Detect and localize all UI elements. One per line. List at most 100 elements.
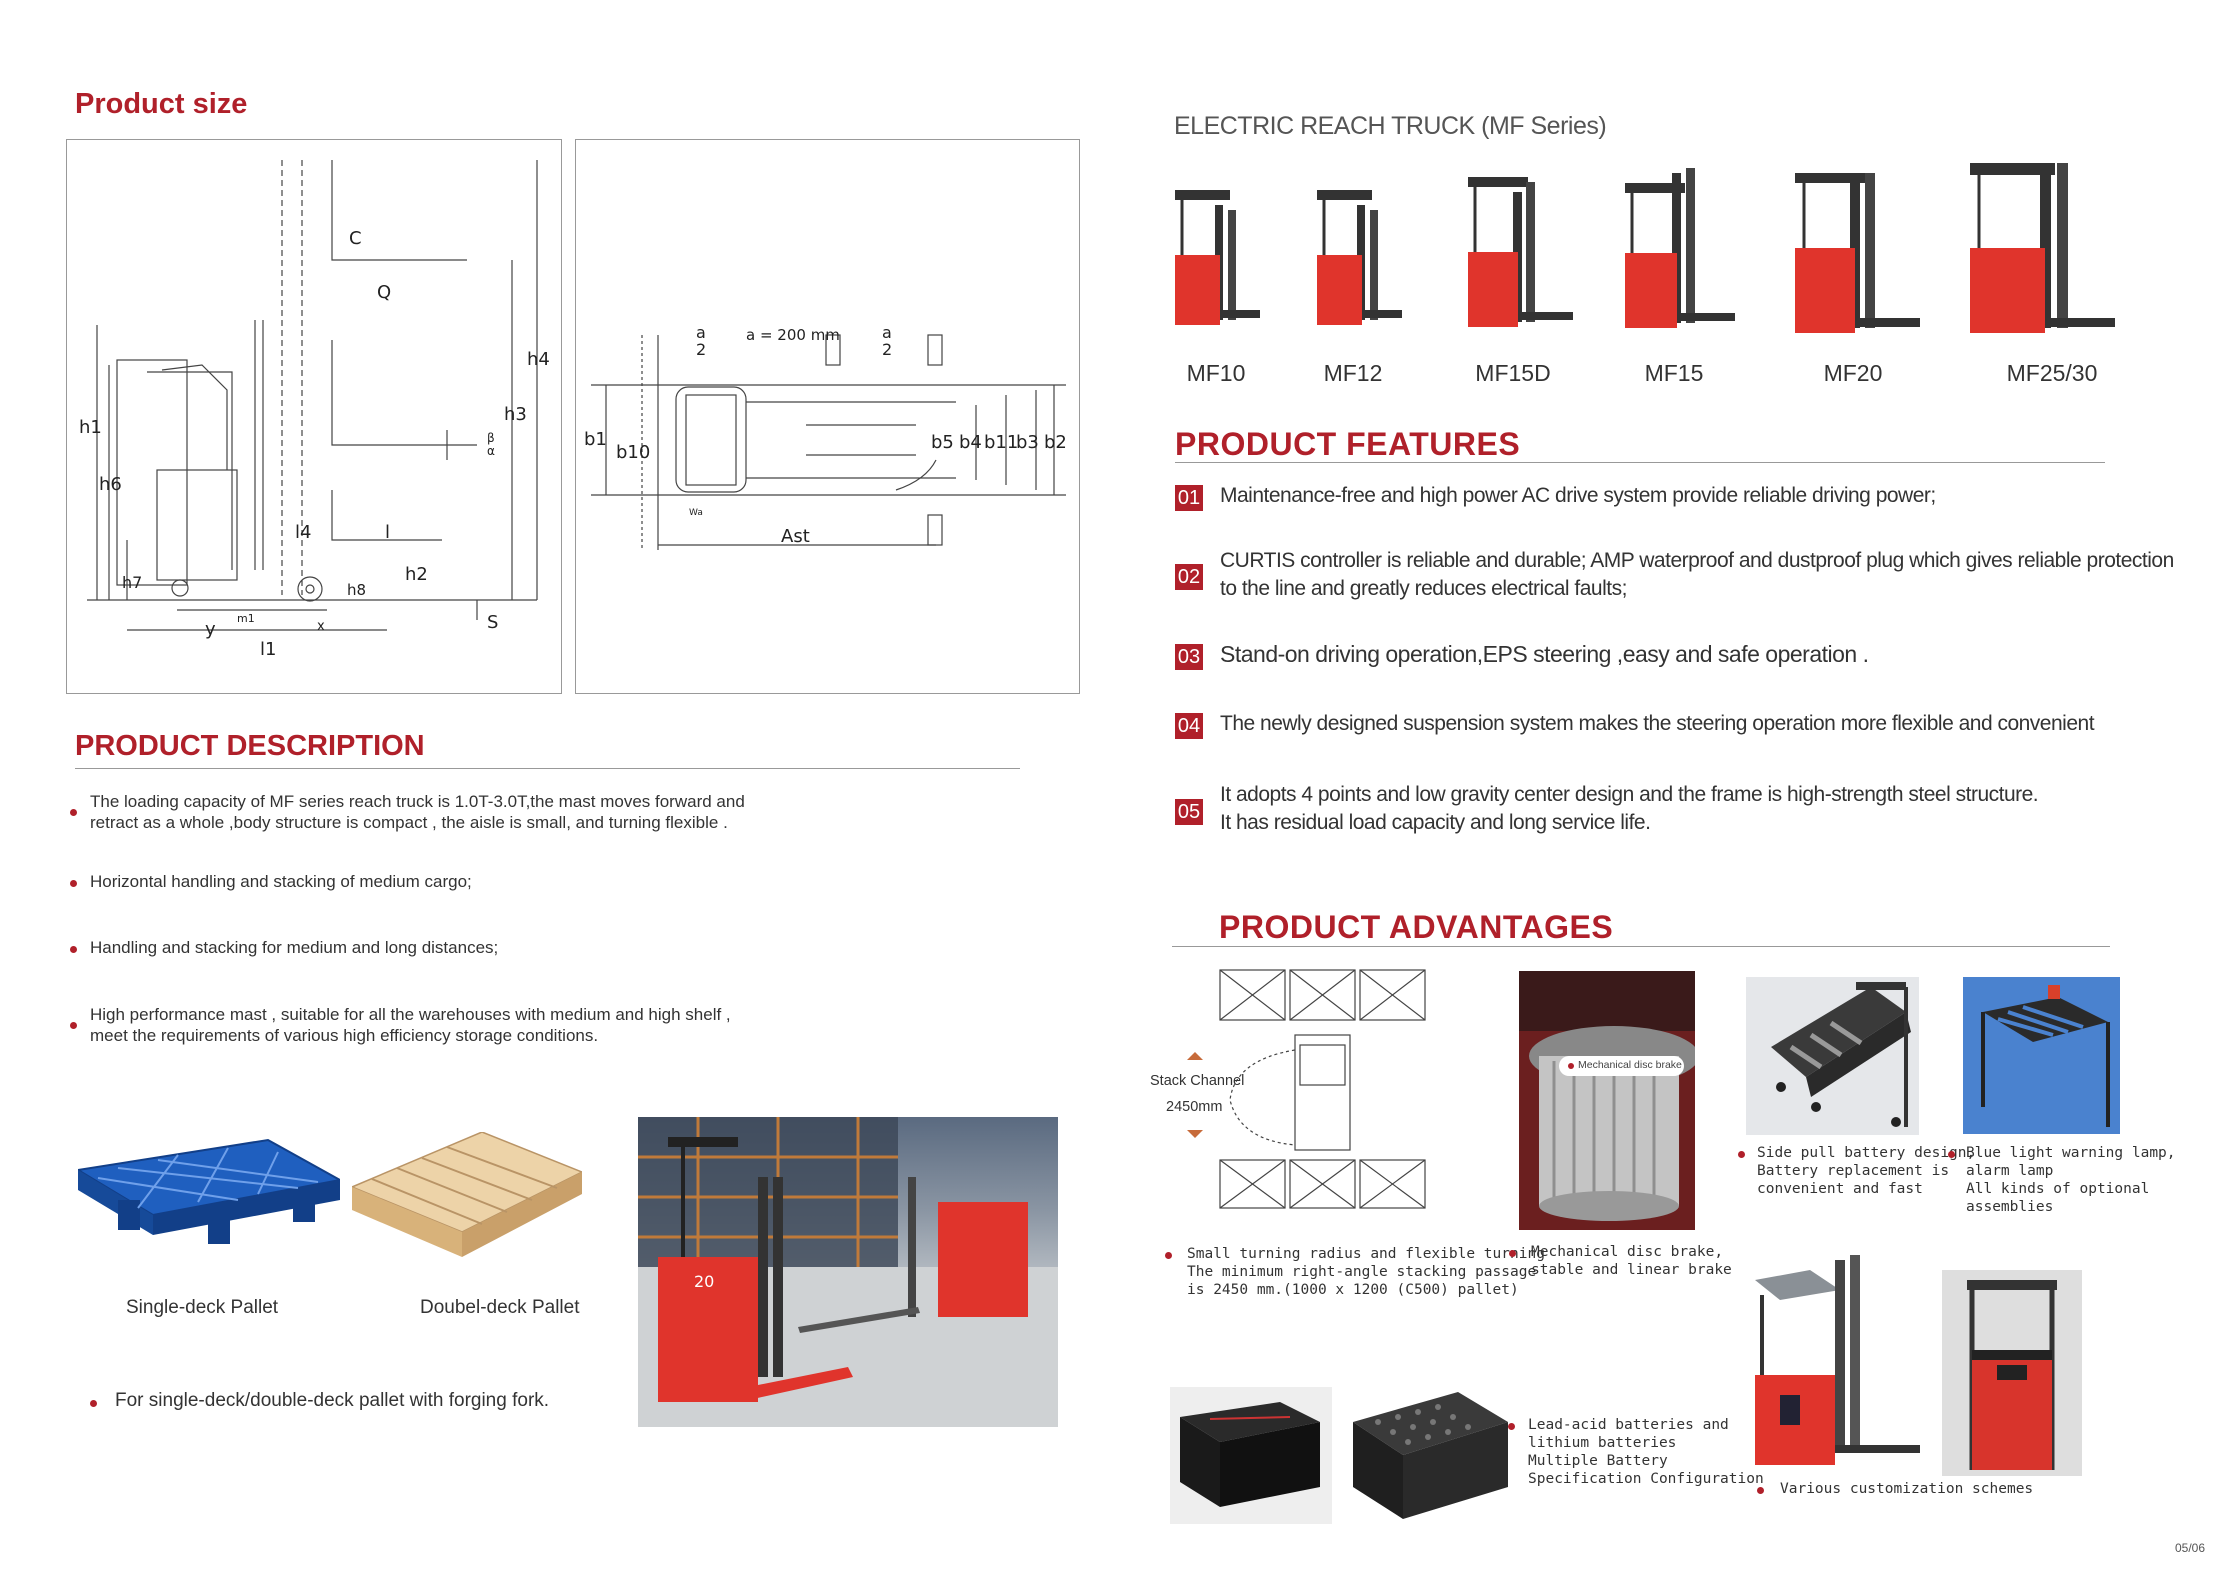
dim-l4: l4 [295, 522, 311, 543]
adv-lamp-line3: All kinds of optional assemblies [1966, 1181, 2150, 1215]
adv-turning-bullet [1165, 1252, 1172, 1259]
page-number: 05/06 [2175, 1541, 2206, 1555]
feature-num-02: 02 [1175, 564, 1203, 590]
adv-custom-text: Various customization schemes [1780, 1480, 2033, 1498]
model-label-mf20: MF20 [1823, 360, 1883, 386]
dim-b3: b3 [1016, 432, 1039, 453]
dim-h3: h3 [504, 404, 527, 425]
top-view-drawing: a 2 a = 200 mm a 2 b1 b10 b5 b4 b11 b3 b… [584, 323, 1067, 550]
adv-custom-line1: Various customization schemes [1780, 1481, 2034, 1497]
adv-brake-line2: stable and linear brake [1531, 1262, 1732, 1278]
dim-a-right: a [882, 323, 892, 342]
feature-num-01: 01 [1175, 485, 1203, 511]
adv-battery-text: Side pull battery design, Battery replac… [1757, 1144, 1975, 1198]
product-advantages-title: PRODUCT ADVANTAGES [1219, 909, 1614, 945]
dim-h4: h4 [527, 349, 550, 370]
dim-b1: b1 [584, 429, 607, 450]
dim-beta: β [487, 431, 495, 445]
feature-04-line1: The newly designed suspension system mak… [1220, 712, 2095, 735]
desc-item-4: High performance mast , suitable for all… [90, 1004, 990, 1046]
battery-frame-photo [1746, 977, 1919, 1135]
model-label-mf25-30: MF25/30 [2006, 360, 2098, 386]
feature-num-04: 04 [1175, 713, 1203, 739]
truck-badge: 20 [694, 1272, 714, 1291]
feature-05-line2: It has residual load capacity and long s… [1220, 811, 1651, 834]
double-deck-pallet-label: Doubel-deck Pallet [420, 1297, 580, 1318]
adv-lamp-line2: alarm lamp [1966, 1163, 2054, 1179]
product-description-title: PRODUCT DESCRIPTION [75, 730, 425, 762]
truck-mf20-image [1795, 173, 1920, 333]
desc-bullet-4 [70, 1022, 77, 1029]
adv-turning-line3: is 2450 mm.(1000 x 1200 (C500) pallet) [1187, 1282, 1519, 1298]
pallet-note-bullet [90, 1400, 97, 1407]
single-deck-pallet-image [78, 1138, 340, 1244]
desc-item-4-line1: High performance mast , suitable for all… [90, 1005, 731, 1024]
dim-wa: Wa [689, 508, 703, 518]
warehouse-photo: 20 [638, 1117, 1058, 1427]
dim-l: l [385, 522, 390, 543]
lead-acid-battery-photo [1348, 1387, 1514, 1523]
dim-alpha: α [487, 444, 495, 458]
feature-05-line1: It adopts 4 points and low gravity cente… [1220, 783, 2039, 806]
pallet-note: For single-deck/double-deck pallet with … [115, 1390, 550, 1411]
adv-battery-line2: Battery replacement is [1757, 1163, 1950, 1179]
dim-b10: b10 [616, 442, 650, 463]
series-title: ELECTRIC REACH TRUCK (MF Series) [1174, 112, 1607, 140]
dim-a-right-2: 2 [882, 340, 892, 359]
dim-c: C [349, 228, 362, 249]
adv-custom-bullet [1757, 1487, 1764, 1494]
truck-mf15-image [1625, 168, 1735, 328]
advantages-divider [1172, 946, 2110, 947]
dim-q: Q [377, 282, 391, 303]
product-size-title: Product size [75, 88, 248, 120]
dim-b2: b2 [1044, 432, 1067, 453]
feature-text-02: CURTIS controller is reliable and durabl… [1220, 547, 2174, 603]
custom-truck-image [1755, 1255, 1920, 1465]
dim-m1: m1 [237, 612, 255, 625]
stack-channel-label: Stack Channel [1150, 1073, 1245, 1089]
model-label-mf12: MF12 [1323, 360, 1383, 386]
stack-channel-value: 2450mm [1166, 1099, 1223, 1115]
feature-01-line1: Maintenance-free and high power AC drive… [1220, 484, 1936, 507]
description-divider [75, 768, 1020, 769]
dim-x: x [317, 619, 325, 634]
dim-a-left-2: 2 [696, 340, 706, 359]
adv-lamp-text: Blue light warning lamp, alarm lamp All … [1966, 1144, 2221, 1216]
product-features-title: PRODUCT FEATURES [1175, 426, 1521, 462]
stack-channel-diagram [1187, 969, 1426, 1209]
adv-batteries-text: Lead-acid batteries and lithium batterie… [1528, 1416, 1764, 1488]
dim-b4: b4 [959, 432, 982, 453]
dim-b5: b5 [931, 432, 954, 453]
dim-l1: l1 [260, 639, 276, 660]
desc-item-1: The loading capacity of MF series reach … [90, 791, 990, 833]
lithium-battery-photo [1170, 1387, 1332, 1524]
side-view-drawing: C Q h4 h3 h1 h6 β α l4 l h7 h8 h2 m1 x y… [79, 160, 550, 660]
feature-text-05: It adopts 4 points and low gravity cente… [1220, 781, 2039, 837]
adv-lamp-line1: Blue light warning lamp, [1966, 1145, 2176, 1161]
dim-s: S [487, 612, 498, 633]
dim-h6: h6 [99, 474, 122, 495]
dim-a-left: a [696, 323, 706, 342]
desc-item-1-line1: The loading capacity of MF series reach … [90, 792, 745, 811]
adv-battery-line3: convenient and fast [1757, 1181, 1923, 1197]
top-view-diagram: a 2 a = 200 mm a 2 b1 b10 b5 b4 b11 b3 b… [575, 139, 1080, 694]
dim-y: y [205, 619, 216, 640]
desc-bullet-2 [70, 880, 77, 887]
adv-brake-text: Mechanical disc brake, stable and linear… [1531, 1243, 1732, 1279]
dim-h8: h8 [347, 581, 366, 599]
dim-b11: b11 [984, 432, 1018, 453]
adv-turning-text: Small turning radius and flexible turnin… [1187, 1245, 1545, 1299]
feature-03-line1: Stand-on driving operation,EPS steering … [1220, 641, 1869, 667]
desc-item-3: Handling and stacking for medium and lon… [90, 938, 499, 957]
dim-ast: Ast [781, 526, 810, 547]
adv-brake-bullet [1509, 1250, 1516, 1257]
brake-photo [1519, 971, 1695, 1230]
dim-h1: h1 [79, 417, 102, 438]
desc-bullet-3 [70, 946, 77, 953]
features-divider [1175, 462, 2105, 463]
adv-batteries-bullet [1508, 1423, 1515, 1430]
feature-num-05: 05 [1175, 799, 1203, 825]
feature-02-line1: CURTIS controller is reliable and durabl… [1220, 549, 2174, 572]
model-label-mf10: MF10 [1186, 360, 1246, 386]
model-label-mf15: MF15 [1644, 360, 1704, 386]
